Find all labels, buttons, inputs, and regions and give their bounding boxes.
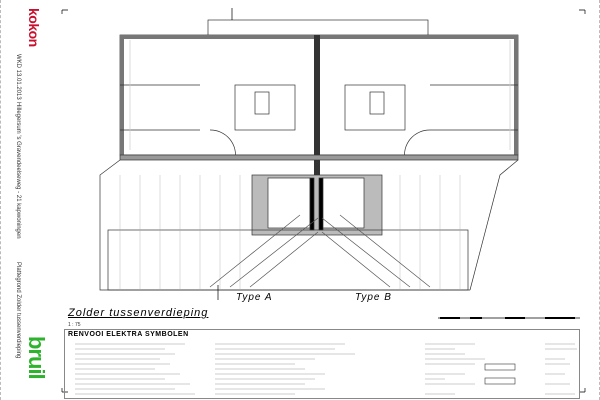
legend-entries xyxy=(75,343,577,395)
electrical-legend: RENVOOI ELEKTRA SYMBOLEN xyxy=(64,329,580,399)
type-a-label: Type A xyxy=(236,292,273,303)
type-b-label: Type B xyxy=(355,292,392,303)
drawing-scale: 1 : 75 xyxy=(68,322,81,328)
drawing-title: Zolder tussenverdieping xyxy=(68,307,209,319)
legend-title: RENVOOI ELEKTRA SYMBOLEN xyxy=(68,331,189,338)
